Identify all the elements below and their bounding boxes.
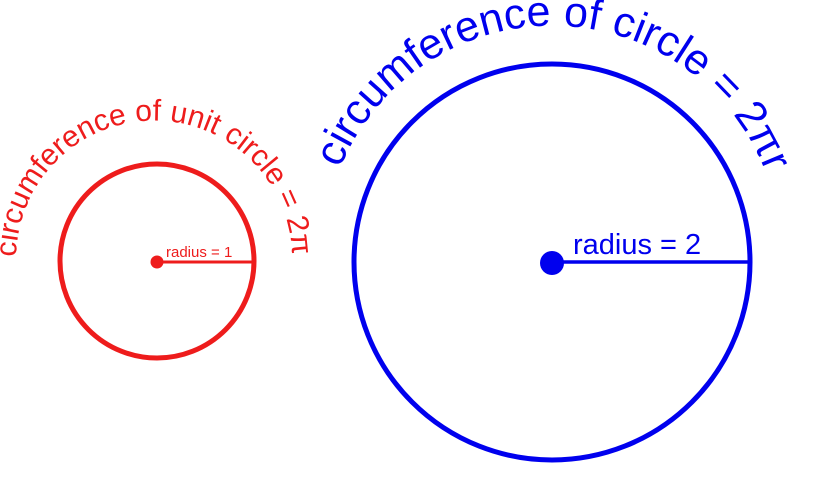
unit-circle-center-dot — [150, 255, 164, 269]
unit-circle-radius-label: radius = 1 — [166, 244, 232, 261]
big-circle-circumference-text: circumference of circle = 2πr — [305, 0, 801, 177]
unit-circle-circumference-label: circumference of unit circle = 2π — [0, 94, 318, 257]
unit-circle-group: radius = 1 circumference of unit circle … — [0, 94, 318, 361]
big-circle-center-dot — [540, 251, 564, 275]
unit-circle-circumference-text: circumference of unit circle = 2π — [0, 94, 318, 257]
big-circle-group: radius = 2 circumference of circle = 2πr — [305, 0, 801, 463]
big-circle-radius-label: radius = 2 — [573, 229, 701, 261]
big-circle-circumference-label: circumference of circle = 2πr — [305, 0, 801, 177]
